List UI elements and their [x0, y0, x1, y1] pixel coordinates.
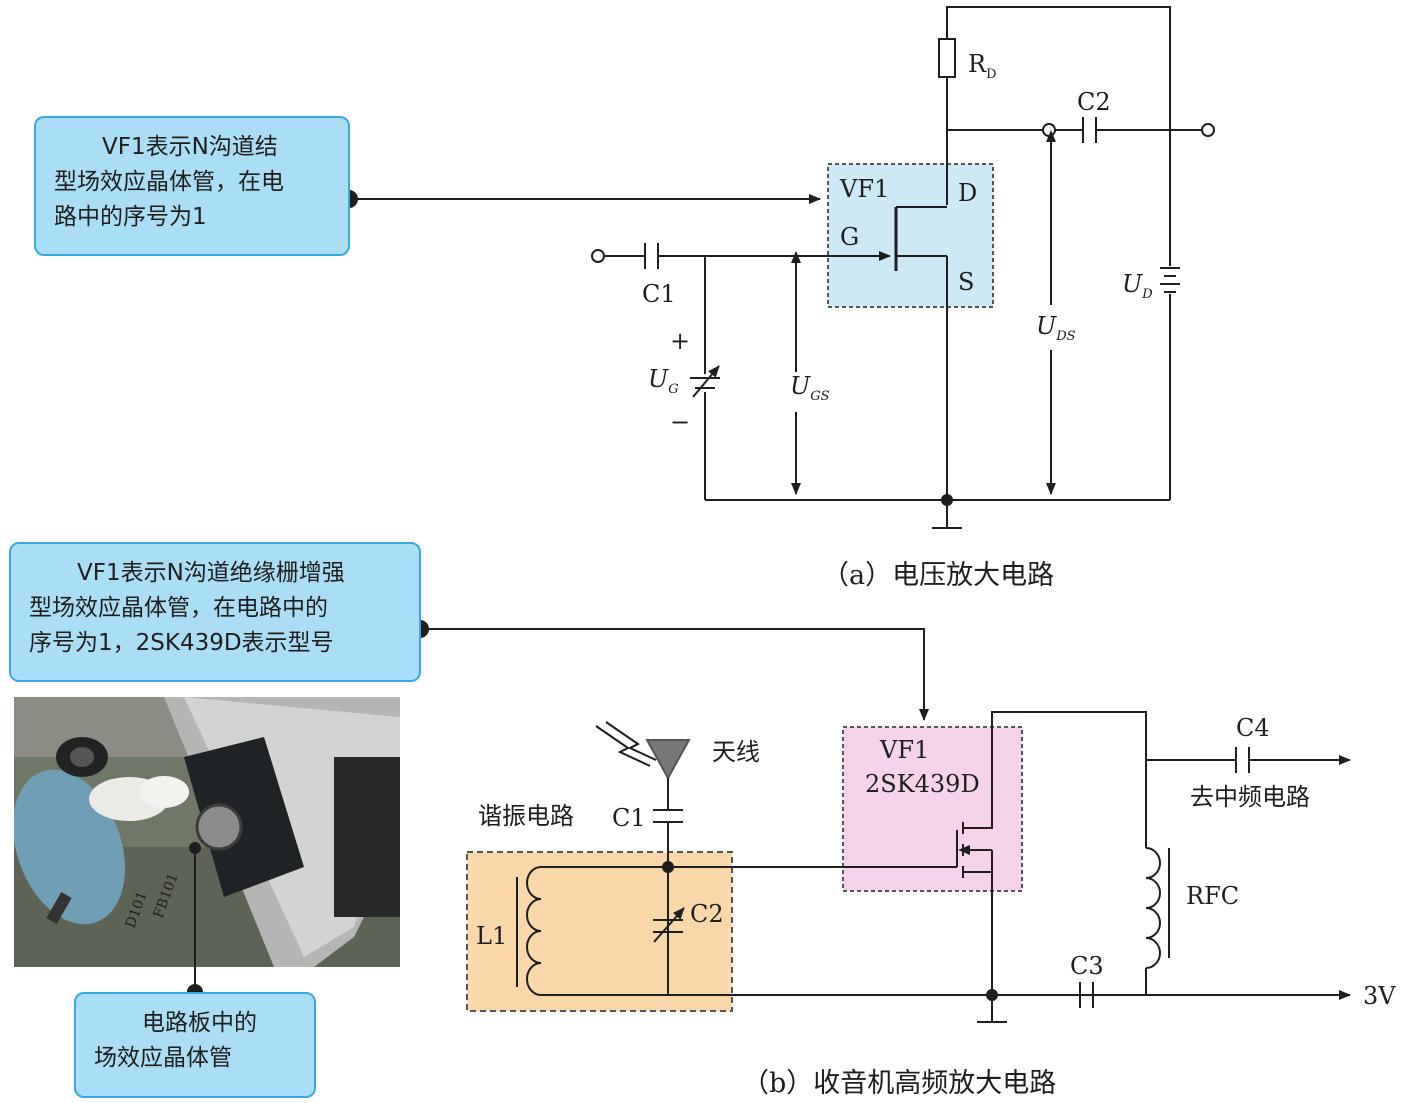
label-ug: UG: [648, 365, 679, 397]
resonant-box: [466, 851, 733, 1012]
callout-jfet-line1: VF1表示N沟道结: [102, 134, 278, 160]
callout-jfet-line3: 路中的序号为1: [54, 204, 207, 230]
callout-photo-line1: 电路板中的: [142, 1010, 257, 1036]
terminal-a-out1: [1042, 123, 1056, 137]
circuit-board-photo: D101 FB101: [14, 697, 400, 967]
label-plus: +: [670, 327, 690, 355]
label-to-if: 去中频电路: [1190, 783, 1310, 811]
antenna-symbol: [645, 739, 691, 781]
label-c1-b: C1: [612, 804, 646, 832]
label-rfc: RFC: [1186, 882, 1239, 910]
circuit-b: [411, 620, 1351, 1023]
callout-mosfet-line3: 序号为1，2SK439D表示型号: [29, 630, 334, 656]
labels-a: RD C2 VF1 D G S C1 + − UG UGS UDS UD （a）…: [642, 50, 1153, 591]
label-c1-a: C1: [642, 280, 676, 308]
labels-b: 天线 谐振电路 C1 VF1 2SK439D C4 去中频电路 RFC L1 C…: [476, 714, 1396, 1099]
callout-jfet-line2: 型场效应晶体管，在电: [54, 169, 284, 195]
label-resonant: 谐振电路: [478, 802, 574, 830]
resistor-rd: [938, 38, 956, 78]
callout-mosfet-line1: VF1表示N沟道绝缘栅增强: [77, 560, 345, 586]
terminal-a-in: [591, 249, 605, 263]
label-3v: 3V: [1363, 982, 1396, 1010]
label-vf1-a: VF1: [839, 175, 889, 203]
circuit-a: [340, 6, 1215, 529]
label-antenna: 天线: [712, 738, 760, 766]
label-minus: −: [670, 408, 690, 436]
callout-mosfet-line2: 型场效应晶体管，在电路中的: [29, 595, 328, 621]
caption-a: （a）电压放大电路: [822, 560, 1054, 591]
label-c2-a: C2: [1077, 88, 1111, 116]
vf1-box-a: [827, 163, 994, 308]
callout-photo-line2: 场效应晶体管: [94, 1045, 232, 1071]
label-drain: D: [958, 179, 977, 207]
callout-mosfet: VF1表示N沟道绝缘栅增强 型场效应晶体管，在电路中的 序号为1，2SK439D…: [9, 542, 421, 682]
label-gate: G: [840, 223, 859, 251]
callout-jfet: VF1表示N沟道结 型场效应晶体管，在电 路中的序号为1: [34, 116, 350, 256]
label-c2-b: C2: [690, 900, 724, 928]
label-ugs: UGS: [790, 372, 830, 404]
label-l1: L1: [476, 922, 507, 950]
label-rd: RD: [968, 50, 997, 82]
label-c3: C3: [1070, 952, 1104, 980]
label-source: S: [958, 268, 974, 296]
callout-photo: 电路板中的 场效应晶体管: [74, 992, 316, 1098]
label-c4: C4: [1236, 714, 1270, 742]
label-model: 2SK439D: [865, 770, 980, 798]
label-vf1-b: VF1: [879, 736, 929, 764]
junction-a-ground: [941, 494, 953, 506]
caption-b: （b）收音机高频放大电路: [742, 1068, 1056, 1099]
label-ud: UD: [1122, 270, 1153, 302]
label-uds: UDS: [1036, 312, 1076, 344]
terminal-a-out2: [1201, 123, 1215, 137]
